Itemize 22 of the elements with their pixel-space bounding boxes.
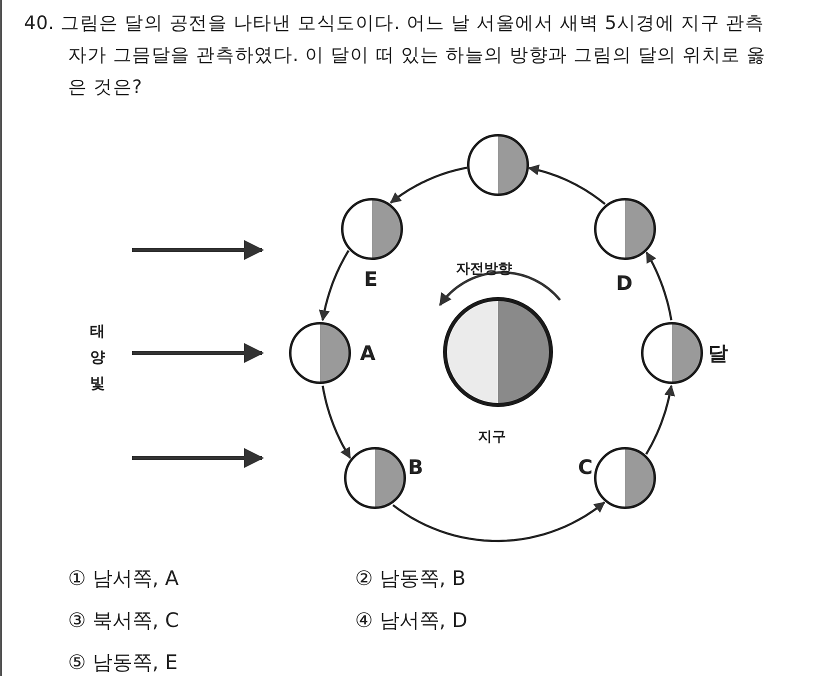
sunlight-label: 태양빛 [90,321,106,394]
orbit-arrow [646,252,672,320]
answer-choice: ③ 북서쪽, C [68,608,179,632]
position-label: D [616,272,633,294]
position-label: 달 [708,342,728,364]
answer-choice: ② 남동쪽, B [355,566,466,590]
position-label: C [578,456,593,478]
orbit-arrow [390,166,468,204]
answer-choice: ④ 남서쪽, D [355,608,468,632]
orbit-arrow [322,386,352,459]
answer-choice: ① 남서쪽, A [68,566,179,590]
earth-label: 지구 [478,428,506,447]
orbit-arrow [318,250,350,322]
position-label: E [364,268,378,290]
position-label: A [360,342,376,364]
rotation-label: 자전방향 [456,260,512,279]
orbit-arrow [645,384,676,455]
answer-choice: ⑤ 남동쪽, E [68,650,178,674]
position-label: B [408,456,424,478]
question-text: 40. 그림은 달의 공전을 나타낸 모식도이다. 어느 날 서울에서 새벽 5시경에 지구 관측자가 그믐달을 관측하였다. 이 달이 떠 있는 하늘의 방향과 그림의 달의 위치로 옳은 것은? [24,12,767,100]
orbit-arrow [528,164,606,205]
orbit-arrow [392,502,606,542]
